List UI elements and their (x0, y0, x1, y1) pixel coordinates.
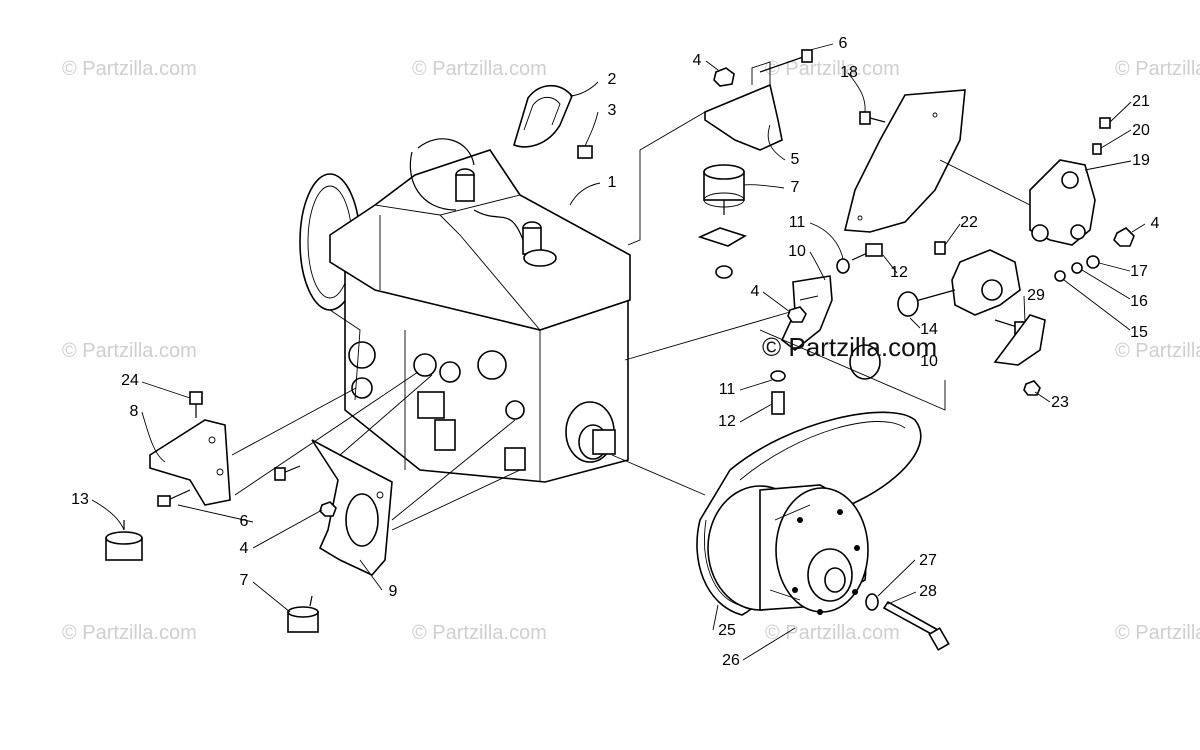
callout-3: 3 (607, 102, 617, 119)
watermark: © Partzilla.com (62, 340, 197, 362)
callout-4: 4 (750, 283, 760, 300)
callout-7: 7 (790, 179, 800, 196)
callout-26: 26 (722, 652, 740, 669)
callout-7: 7 (239, 572, 249, 589)
callout-4: 4 (239, 540, 249, 557)
callout-16: 16 (1130, 293, 1148, 310)
callout-12: 12 (718, 413, 736, 430)
callout-18: 18 (840, 64, 858, 81)
callout-19: 19 (1132, 152, 1150, 169)
callout-4: 4 (692, 52, 702, 69)
callout-6: 6 (239, 513, 249, 530)
callout-27: 27 (919, 552, 937, 569)
callout-6: 6 (838, 35, 848, 52)
watermark: © Partzilla.com (1115, 622, 1200, 644)
callout-14: 14 (920, 321, 938, 338)
callout-21: 21 (1132, 93, 1150, 110)
watermark: © Partzilla.com (1115, 58, 1200, 80)
callout-24: 24 (121, 372, 139, 389)
center-watermark: © Partzilla.com (762, 332, 938, 362)
callout-23: 23 (1051, 394, 1069, 411)
callout-15: 15 (1130, 324, 1148, 341)
callout-4: 4 (1150, 215, 1160, 232)
watermark: © Partzilla.com (765, 58, 900, 80)
watermark: © Partzilla.com (62, 622, 197, 644)
callout-13: 13 (71, 491, 89, 508)
callout-11: 11 (718, 381, 736, 398)
watermark: © Partzilla.com (412, 58, 547, 80)
callout-8: 8 (129, 403, 139, 420)
callout-10: 10 (920, 353, 938, 370)
callout-25: 25 (718, 622, 736, 639)
callout-2: 2 (607, 71, 617, 88)
callout-28: 28 (919, 583, 937, 600)
callout-1: 1 (607, 174, 617, 191)
callout-17: 17 (1130, 263, 1148, 280)
callout-9: 9 (388, 583, 398, 600)
clutch (696, 411, 950, 651)
watermark: © Partzilla.com (412, 622, 547, 644)
engine (299, 138, 631, 483)
callout-11: 11 (788, 214, 806, 231)
callout-29: 29 (1027, 287, 1045, 304)
watermark: © Partzilla.com (1115, 340, 1200, 362)
watermark: © Partzilla.com (765, 622, 900, 644)
callout-20: 20 (1132, 122, 1150, 139)
callout-5: 5 (790, 151, 800, 168)
callout-22: 22 (960, 214, 978, 231)
watermark: © Partzilla.com (62, 58, 197, 80)
callout-10: 10 (788, 243, 806, 260)
callout-12: 12 (890, 264, 908, 281)
